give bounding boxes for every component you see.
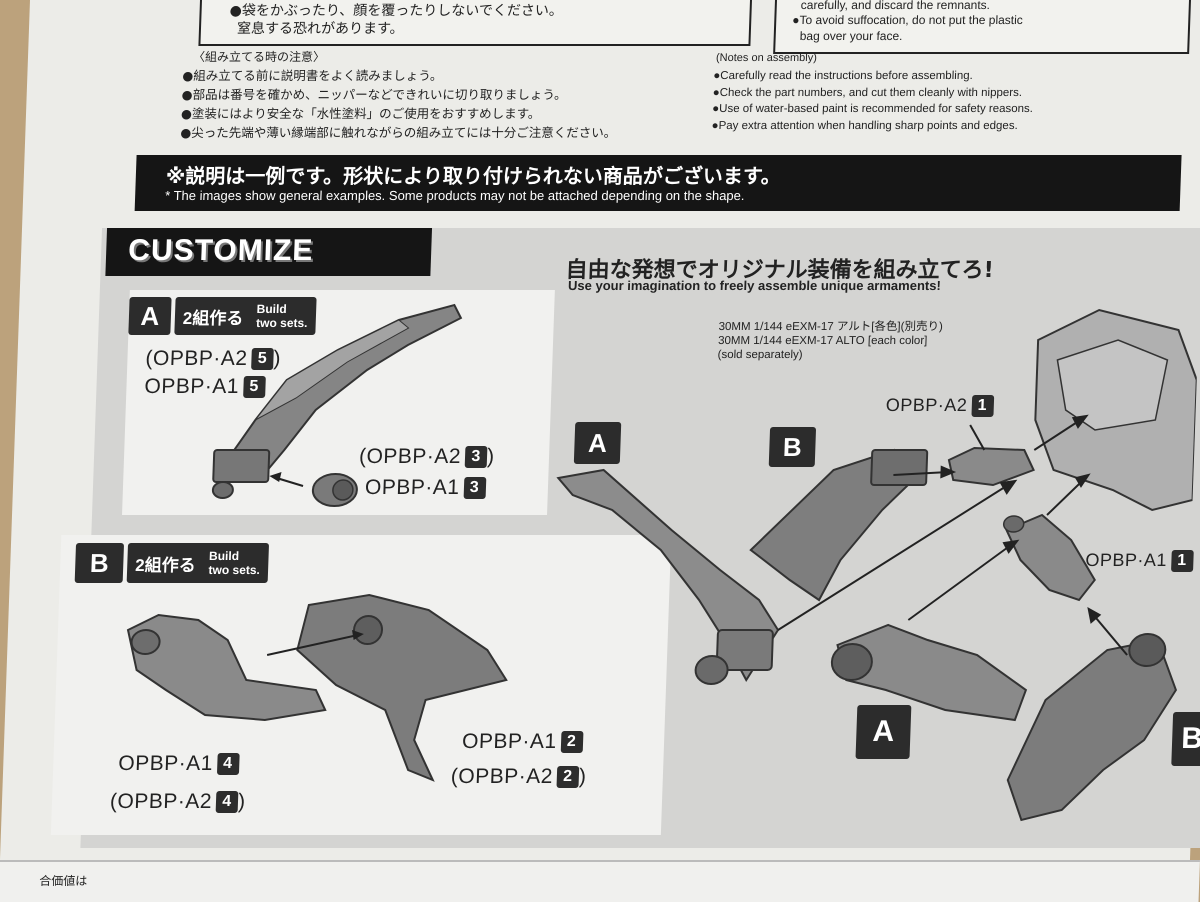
diagram-blade-a	[556, 468, 780, 682]
panel-b-header: B 2組作る Build two sets.	[74, 543, 269, 583]
panel-a-part-3-close: )	[486, 445, 495, 468]
panel-b-build-en-2: two sets.	[208, 563, 261, 577]
warning-box-en: carefully, and discard the remnants. ●To…	[773, 0, 1192, 54]
panel-b-part-2-label: (OPBP·A2	[109, 790, 213, 813]
note-jp-1: ●組み立てる前に説明書をよく読みましょう。	[182, 68, 443, 83]
warning-line-1: ●袋をかぶったり、顔を覆ったりしないでください。	[229, 3, 564, 19]
note-jp-2: ●部品は番号を確かめ、ニッパーなどできれいに切り取りましょう。	[181, 87, 567, 102]
warning-box-jp: ●袋をかぶったり、顔を覆ったりしないでください。 窒息する恐れがあります。	[198, 0, 753, 46]
assembly-notes-en-heading: (Notes on assembly)	[715, 52, 818, 64]
diagram-wing-b	[749, 448, 915, 602]
panel-b-build-en: Build two sets.	[200, 543, 269, 583]
panel-a-blade-illustration	[211, 303, 463, 507]
bottom-strip: 合価値は	[0, 860, 1200, 902]
bottom-strip-text: 合価値は	[38, 874, 88, 888]
customize-title-box: CUSTOMIZE	[105, 228, 433, 276]
note-jp-4: ●尖った先端や薄い縁端部に触れながらの組み立てには十分ご注意ください。	[180, 125, 617, 140]
panel-b-part-2-close: )	[237, 790, 246, 813]
note-en-2: ●Check the part numbers, and cut them cl…	[712, 86, 1023, 99]
warning-en-line-1: carefully, and discard the remnants.	[800, 0, 991, 12]
panel-a-letter: A	[128, 297, 172, 335]
note-en-4: ●Pay extra attention when handling sharp…	[711, 119, 1018, 132]
diagram-arrows	[777, 414, 1128, 656]
note-en-1: ●Carefully read the instructions before …	[713, 70, 973, 82]
panel-b-build-jp: 2組作る	[126, 543, 205, 583]
note-en-3: ●Use of water-based paint is recommended…	[711, 103, 1034, 115]
panel-b-letter: B	[74, 543, 125, 583]
panel-b-arrow	[266, 634, 359, 656]
notice-bar: ※説明は一例です。形状により取り付けられない商品がございます。 * The im…	[134, 155, 1182, 211]
assembly-notes-en: ●Carefully read the instructions before …	[711, 68, 1034, 134]
diagram-lower-wing-b	[1006, 638, 1178, 822]
customize-heading-en: Use your imagination to freely assemble …	[567, 278, 942, 293]
warning-en-line-3: bag over your face.	[799, 29, 903, 43]
note-jp-3: ●塗装にはより安全な「水性塗料」のご使用をおすすめします。	[180, 106, 541, 121]
warning-en-line-2: ●To avoid suffocation, do not put the pl…	[792, 13, 1024, 27]
assembly-notes-jp-heading: 〈組み立てる時の注意〉	[192, 50, 326, 64]
warning-line-2: 窒息する恐れがあります。	[236, 21, 404, 37]
diagram-connector-a1	[1005, 513, 1096, 602]
customize-title: CUSTOMIZE	[127, 234, 314, 267]
panel-b-wing-illustration	[126, 593, 508, 782]
panel-b-build-en-1: Build	[208, 549, 240, 563]
diagram-lower-wing-a	[836, 623, 1028, 722]
notice-jp: ※説明は一例です。形状により取り付けられない商品がございます。	[165, 164, 782, 188]
diagram-connector-a2	[947, 446, 1035, 487]
assembly-diagram	[556, 308, 1198, 822]
notice-en: * The images show general examples. Some…	[164, 188, 745, 203]
panel-b-part-2-num: 4	[215, 791, 239, 814]
assembly-notes-jp: ●組み立てる前に説明書をよく読みましょう。 ●部品は番号を確かめ、ニッパーなどで…	[180, 66, 619, 142]
